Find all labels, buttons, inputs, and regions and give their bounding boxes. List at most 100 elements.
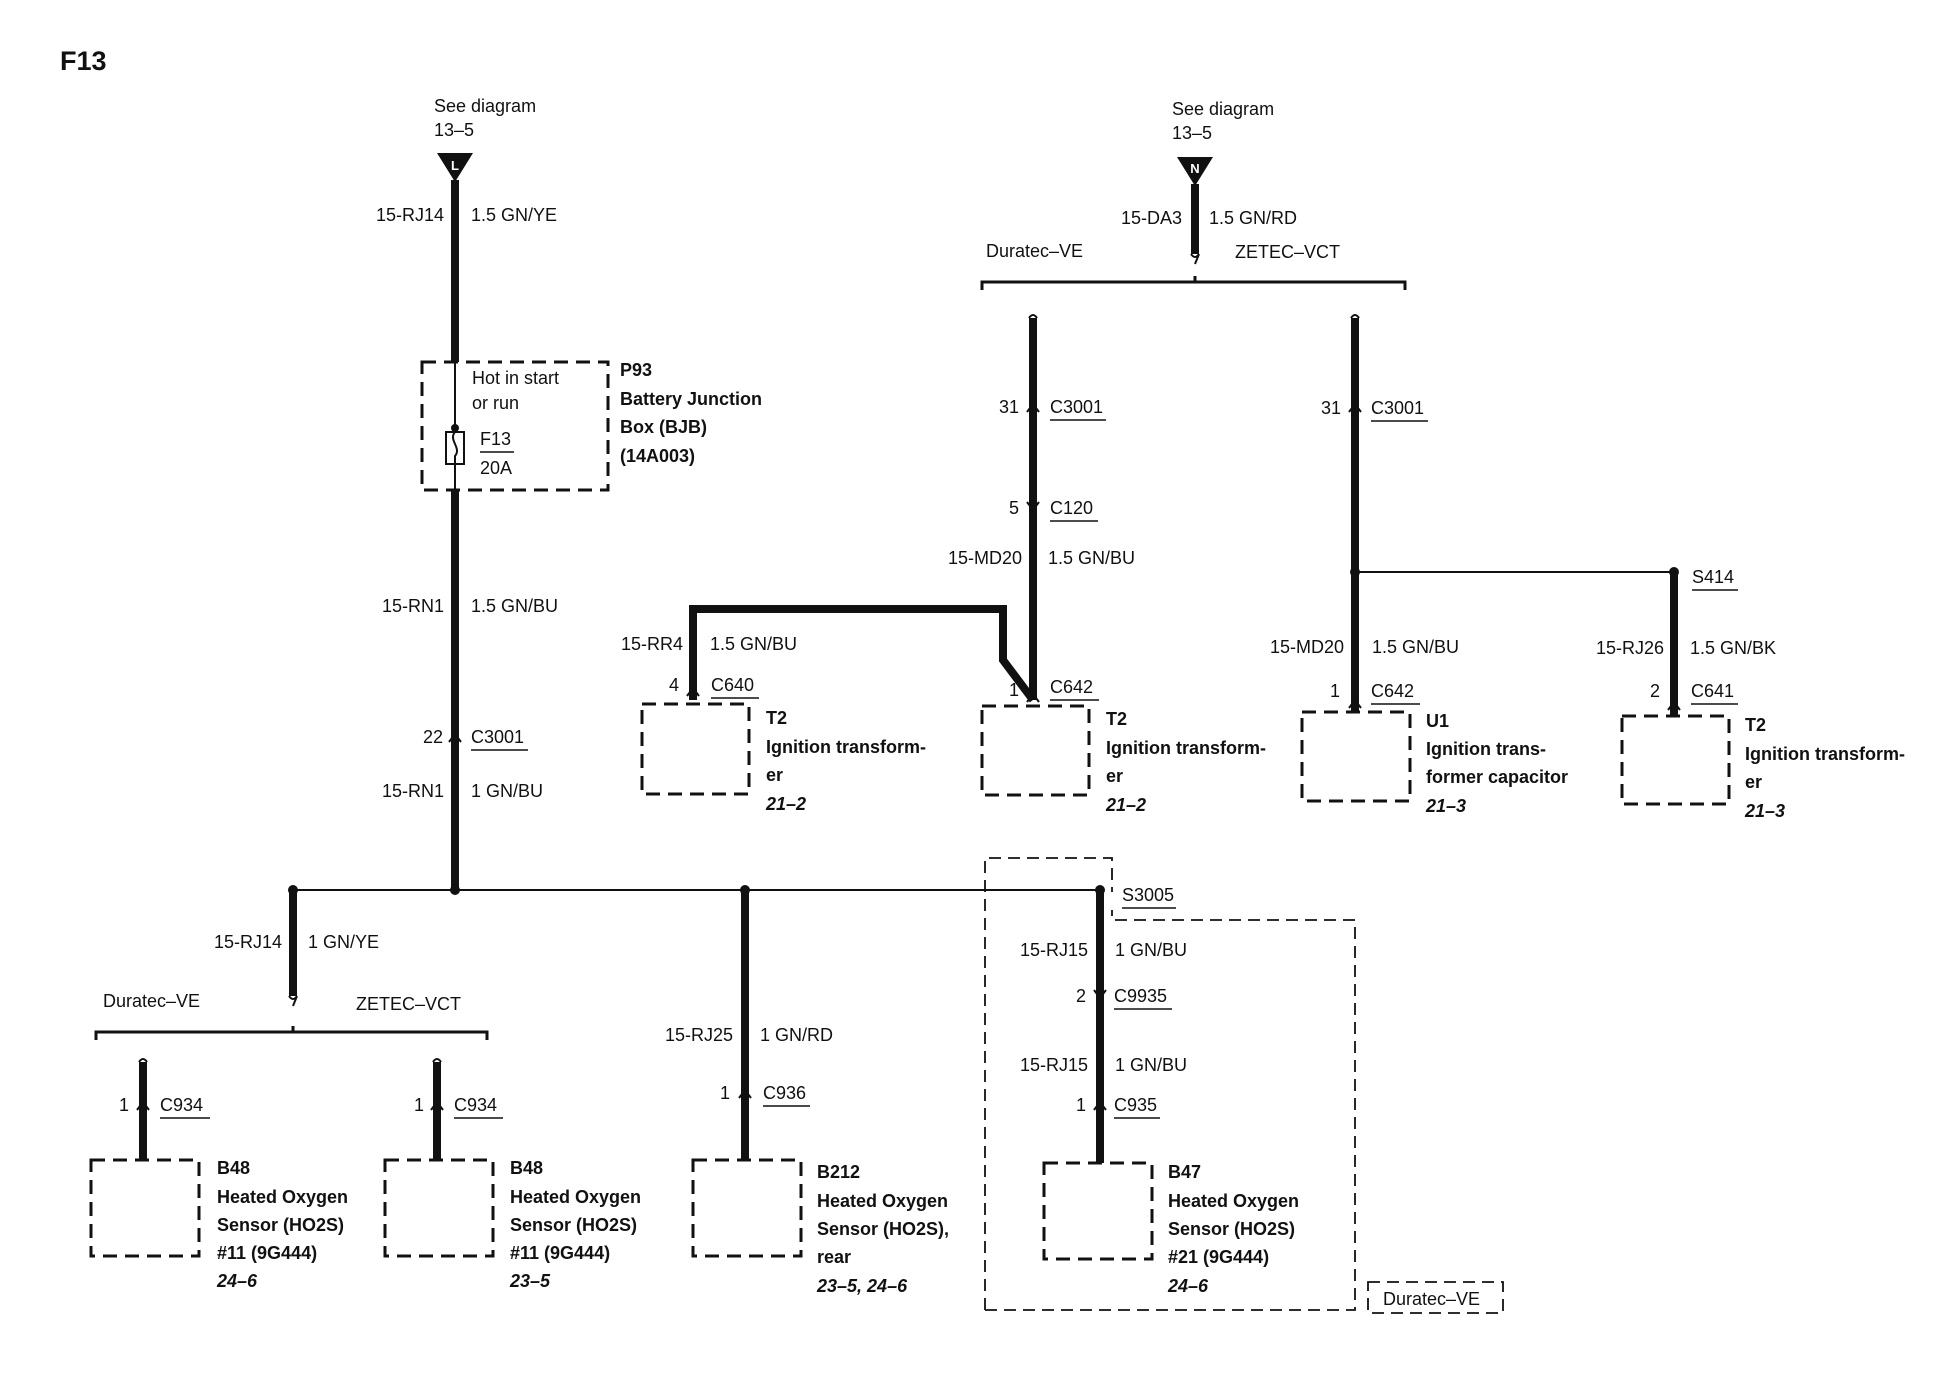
connector-symbol-icon — [1026, 402, 1040, 413]
c9935-id: C9935 — [1114, 986, 1167, 1006]
c641-pin: 2 — [1650, 681, 1660, 701]
b48-b-line1: Heated Oxygen — [510, 1187, 641, 1207]
splice-dot — [1095, 885, 1105, 895]
u1-ref: 21–3 — [1425, 796, 1466, 816]
b48-b-ref: 23–5 — [509, 1271, 551, 1291]
wire-rr4-circuit: 15-RR4 — [621, 634, 683, 654]
t2-c-ref: 21–3 — [1744, 801, 1785, 821]
bjb-box — [420, 360, 610, 492]
variant-duratec-label-top: Duratec–VE — [986, 241, 1083, 261]
variant-zetec-label-bottom: ZETEC–VCT — [356, 994, 461, 1014]
wire-rj14-bottom-circuit: 15-RJ14 — [214, 932, 282, 952]
t2-b-line1: Ignition transform- — [1106, 738, 1266, 758]
connector-symbol-icon — [1026, 501, 1040, 512]
wire-rr4-spec: 1.5 GN/BU — [710, 634, 797, 654]
u1-line1: Ignition trans- — [1426, 739, 1546, 759]
c934-a-id: C934 — [160, 1095, 203, 1115]
c936-pin: 1 — [720, 1083, 730, 1103]
fuse-element-icon — [452, 431, 458, 464]
s414-id: S414 — [1692, 567, 1734, 587]
t2-c-line2: er — [1745, 772, 1762, 792]
c935-id: C935 — [1114, 1095, 1157, 1115]
wire-md20-a-spec: 1.5 GN/BU — [1048, 548, 1135, 568]
c3001-l-id: C3001 — [1050, 397, 1103, 417]
c9935-pin: 2 — [1076, 986, 1086, 1006]
bjb-hot-line1: Hot in start — [472, 368, 559, 388]
bjb-name-line2: Box (BJB) — [620, 417, 707, 437]
wire-rj14-top-spec: 1.5 GN/YE — [471, 205, 557, 225]
wire-rn1-a-spec: 1.5 GN/BU — [471, 596, 558, 616]
b212-line2: Sensor (HO2S), — [817, 1219, 949, 1239]
t2-a-line1: Ignition transform- — [766, 737, 926, 757]
wire-rj14-bottom-spec: 1 GN/YE — [308, 932, 379, 952]
connector-symbol-icon — [686, 686, 700, 697]
t2-c-box — [1620, 714, 1731, 806]
b48-a-line3: #11 (9G444) — [217, 1243, 317, 1263]
t2-b-ref: 21–2 — [1105, 795, 1146, 815]
see-diagram-label-right: See diagram — [1172, 99, 1274, 119]
c934-a-pin: 1 — [119, 1095, 129, 1115]
b47-box — [1042, 1161, 1154, 1261]
variant-duratec-label-bottom: Duratec–VE — [103, 991, 200, 1011]
u1-line2: former capacitor — [1426, 767, 1568, 787]
s3005-id: S3005 — [1122, 885, 1174, 905]
variant-zetec-label-top: ZETEC–VCT — [1235, 242, 1340, 262]
t2-b-box — [980, 704, 1091, 797]
wire-rn1-b-circuit: 15-RN1 — [382, 781, 444, 801]
wire-rj26-spec: 1.5 GN/BK — [1690, 638, 1776, 658]
wire-rj15-a-spec: 1 GN/BU — [1115, 940, 1187, 960]
bjb-node — [451, 424, 459, 432]
connector-symbol-icon — [430, 1100, 444, 1111]
legend-dashed-box — [1367, 1281, 1504, 1314]
c935-pin: 1 — [1076, 1095, 1086, 1115]
b48-a-id: B48 — [217, 1158, 250, 1178]
duratec-region-outline — [984, 857, 1113, 1310]
splice-dot — [450, 885, 460, 895]
wire-break-icon — [288, 995, 298, 1007]
splice-dot — [288, 885, 298, 895]
b212-box — [691, 1158, 803, 1258]
wire-md20-a-circuit: 15-MD20 — [948, 548, 1022, 568]
c642-b-id: C642 — [1371, 681, 1414, 701]
b212-line1: Heated Oxygen — [817, 1191, 948, 1211]
wire-rr4 — [689, 605, 1037, 703]
b48-a-box — [89, 1158, 201, 1258]
b48-b-id: B48 — [510, 1158, 543, 1178]
connector-symbol-icon — [738, 1088, 752, 1099]
c120-pin: 5 — [1009, 498, 1019, 518]
b48-b-line3: #11 (9G444) — [510, 1243, 610, 1263]
wire-rj25-spec: 1 GN/RD — [760, 1025, 833, 1045]
wire-rj25-circuit: 15-RJ25 — [665, 1025, 733, 1045]
t2-b-line2: er — [1106, 766, 1123, 786]
wire-rj14-top-circuit: 15-RJ14 — [376, 205, 444, 225]
connector-symbol-icon — [1093, 989, 1107, 1000]
wire-rj15-b-circuit: 15-RJ15 — [1020, 1055, 1088, 1075]
bjb-hot-line2: or run — [472, 393, 519, 413]
u1-box — [1300, 710, 1412, 803]
splice-dot — [740, 885, 750, 895]
connector-symbol-icon — [1348, 402, 1362, 413]
wire-break-icon — [1028, 314, 1038, 319]
b48-a-ref: 24–6 — [216, 1271, 258, 1291]
connector-symbol-icon — [448, 732, 462, 743]
t2-a-box — [640, 702, 751, 796]
b48-b-box — [383, 1158, 495, 1258]
see-diagram-page-left: 13–5 — [434, 120, 474, 140]
terminal-n-letter: N — [1190, 161, 1199, 176]
connector-symbol-icon — [1026, 692, 1040, 703]
terminal-l-letter: L — [451, 158, 459, 173]
t2-a-ref: 21–2 — [765, 794, 806, 814]
c642-a-pin: 1 — [1009, 680, 1019, 700]
wire-da3-spec: 1.5 GN/RD — [1209, 208, 1297, 228]
t2-c-line1: Ignition transform- — [1745, 744, 1905, 764]
legend-dashed-label: Duratec–VE — [1383, 1289, 1480, 1309]
wire-rj26-circuit: 15-RJ26 — [1596, 638, 1664, 658]
wire-rj15-b-spec: 1 GN/BU — [1115, 1055, 1187, 1075]
c3001-l-pin: 31 — [999, 397, 1019, 417]
wire-rn1-b-spec: 1 GN/BU — [471, 781, 543, 801]
wire-rn1-a-circuit: 15-RN1 — [382, 596, 444, 616]
connector-symbol-icon — [1667, 700, 1681, 711]
bjb-part-number: (14A003) — [620, 446, 695, 466]
t2-b-id: T2 — [1106, 709, 1127, 729]
